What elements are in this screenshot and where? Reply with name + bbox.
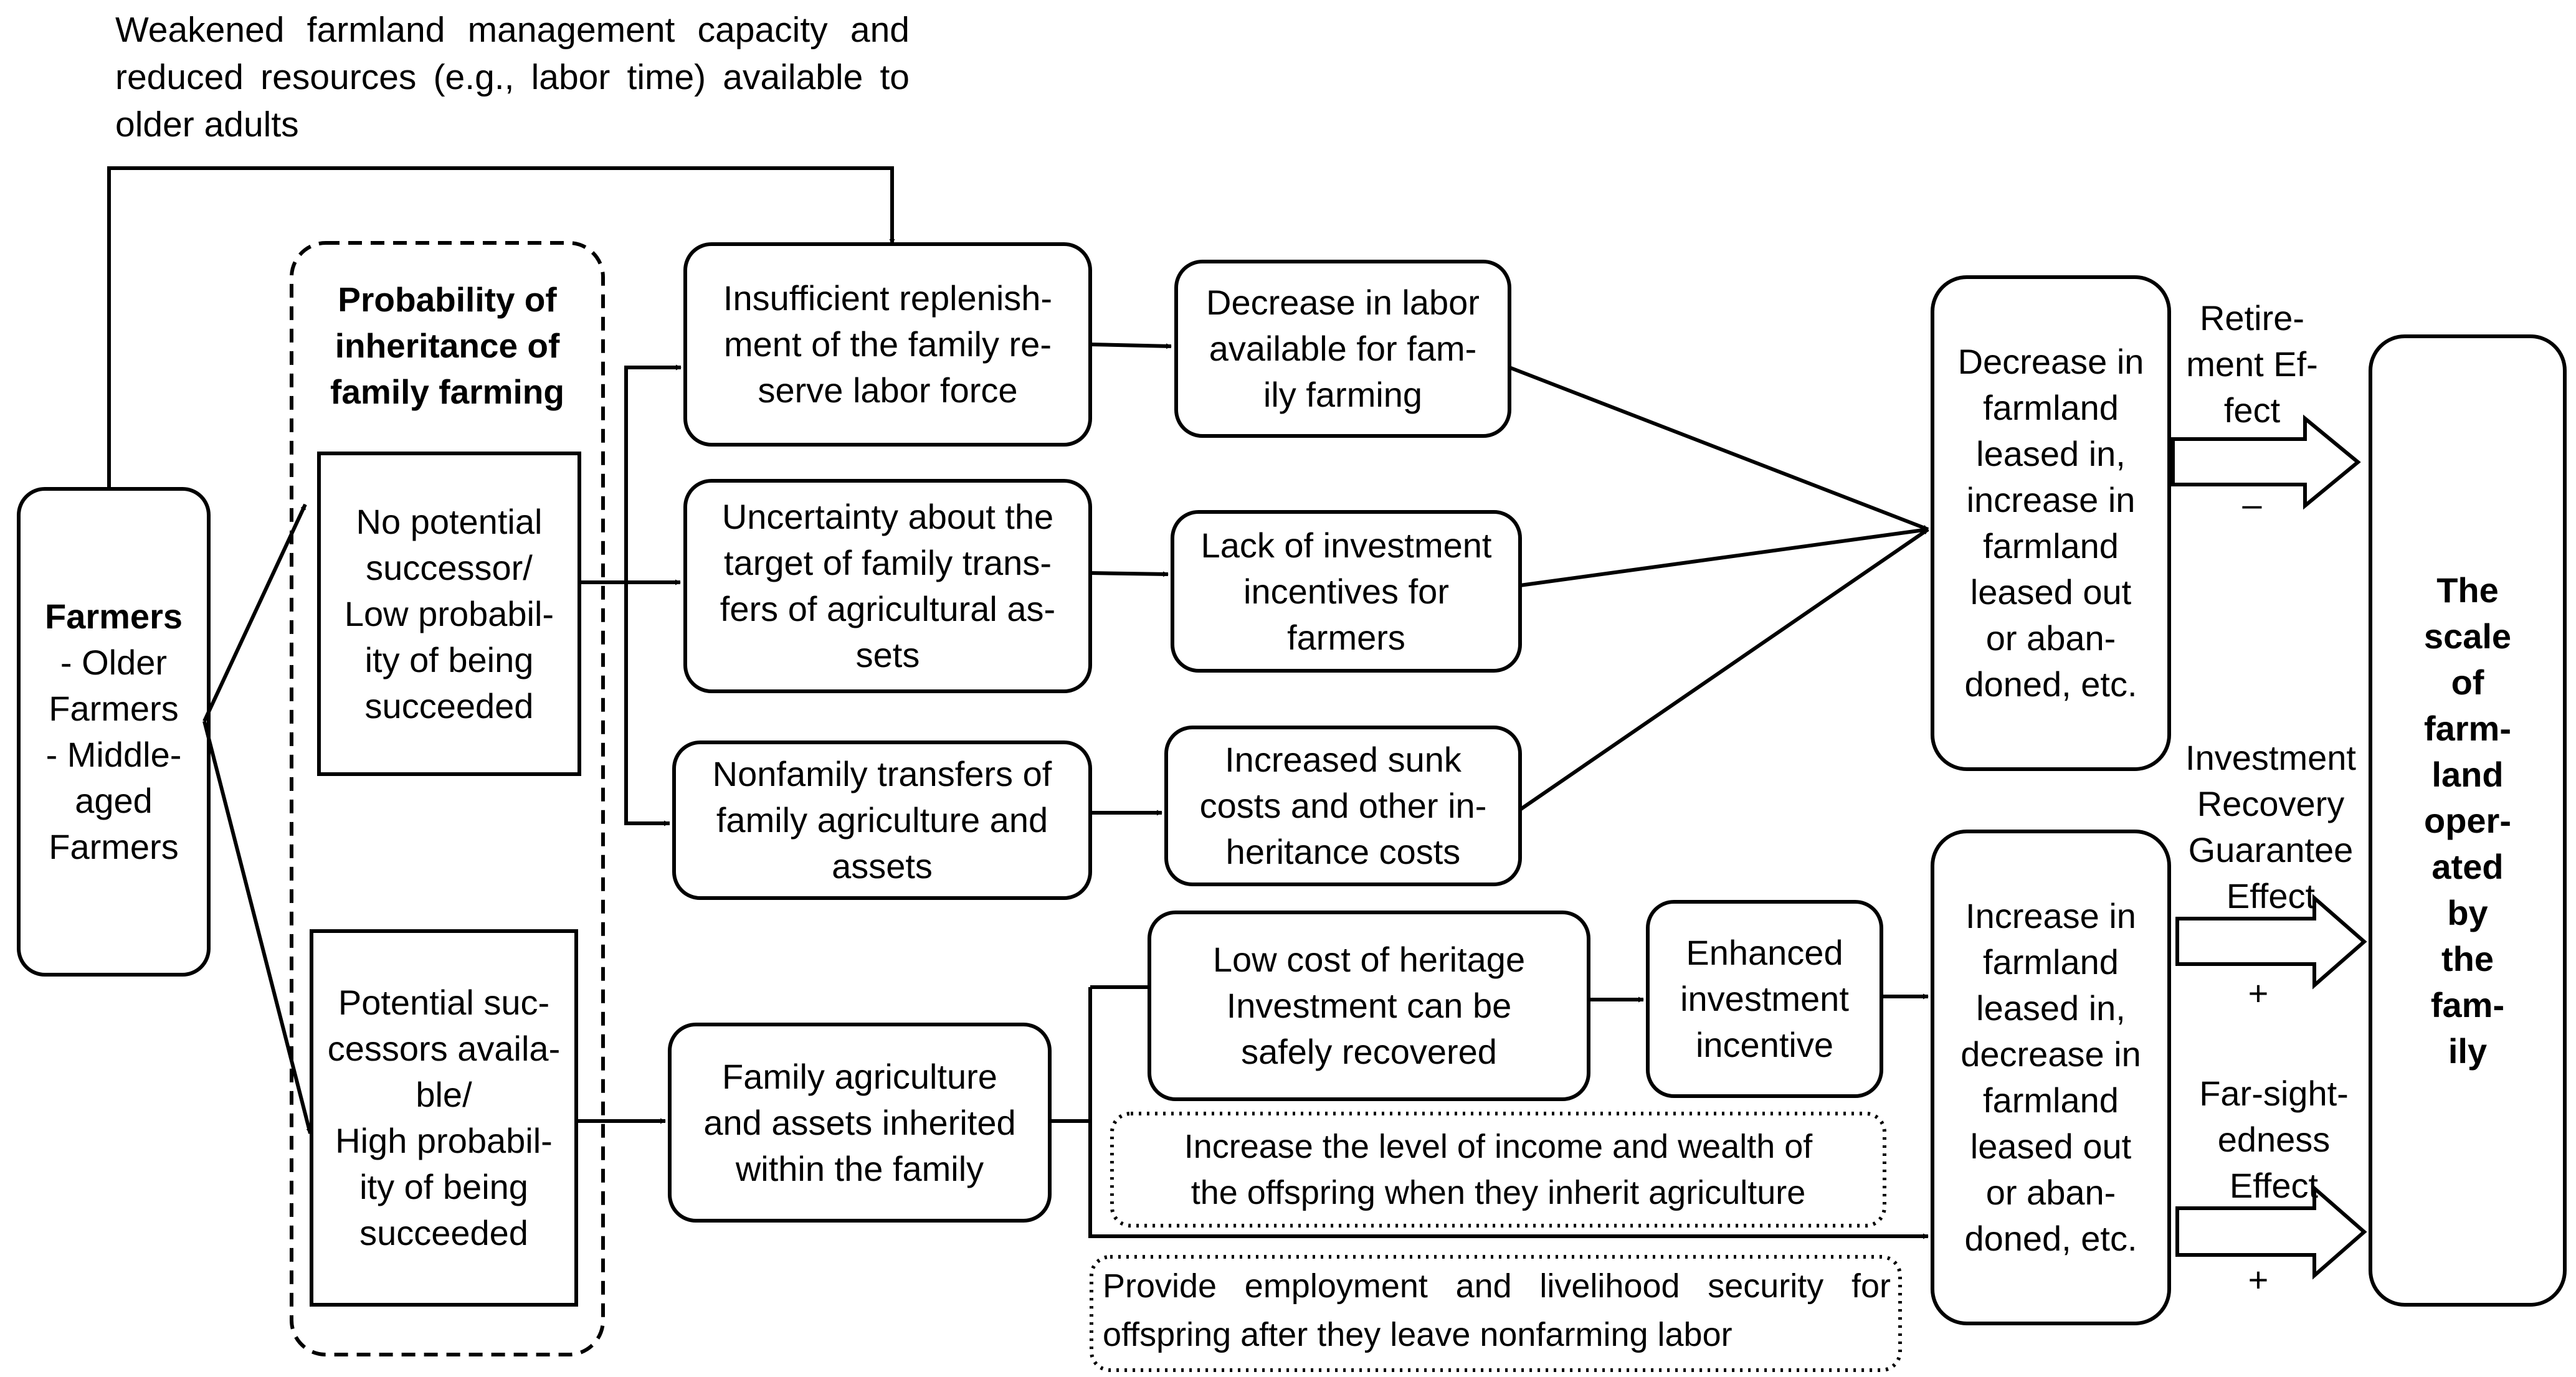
nonfamily-text: Nonfamily transfers of family agricultur…	[712, 754, 1052, 886]
low-cost-text: Low cost of heritage Investment can be s…	[1212, 940, 1526, 1071]
scale-box	[2369, 334, 2567, 1307]
labor-box	[1174, 260, 1511, 438]
farsight-effect-label: Far-sight- edness Effect	[2199, 1074, 2349, 1205]
no-successor-box	[317, 452, 581, 776]
investment-sign: +	[2248, 973, 2269, 1013]
arrow-farmers-no-successor	[202, 503, 307, 722]
decrease-leased-box	[1931, 275, 2171, 771]
block-arrow-investment	[2175, 894, 2367, 990]
top-note: Weakened farmland management capacity an…	[115, 10, 910, 144]
investment-effect-label: Investment Recovery Guarantee Effect	[2185, 738, 2356, 916]
uncertainty-box	[683, 479, 1092, 693]
retirement-sign: –	[2242, 485, 2262, 524]
farmers-label: Farmers - Older Farmers - Middle- aged F…	[19, 489, 209, 975]
retirement-effect-label: Retire- ment Ef- fect	[2186, 298, 2318, 430]
sunk-box	[1164, 726, 1522, 886]
family-agri-text: Family agriculture and assets inherited …	[703, 1056, 1016, 1188]
potential-successor-box	[310, 929, 578, 1307]
potential-successor-text: Potential suc- cessors availa- ble/ High…	[327, 983, 561, 1252]
income-text: Increase the level of income and wealth …	[1184, 1128, 1813, 1211]
nonfamily-box	[672, 741, 1092, 900]
decrease-leased-text: Decrease in farmland leased in, increase…	[1957, 342, 2144, 704]
block-arrow-farsight	[2175, 1184, 2367, 1280]
replenish-text: Insufficient replenish- ment of the fami…	[723, 278, 1053, 410]
income-box	[1110, 1112, 1886, 1228]
top-feedback-arrow	[107, 166, 895, 489]
scale-text: The scale of farm- land oper- ated by th…	[2423, 570, 2512, 1071]
arrow-farmers-potential	[202, 721, 312, 1134]
lack-invest-box	[1171, 510, 1522, 673]
farsight-sign: +	[2248, 1260, 2269, 1299]
block-arrow-retirement	[2171, 414, 2361, 510]
farmers-subtitle: - Older Farmers - Middle- aged Farmers	[45, 643, 182, 866]
enhanced-box	[1646, 900, 1883, 1098]
labor-text: Decrease in labor available for fam- ily…	[1206, 283, 1480, 414]
employment-box	[1090, 1255, 1902, 1372]
sunk-text: Increased sunk costs and other in- herit…	[1199, 740, 1487, 871]
increase-leased-box	[1931, 830, 2171, 1325]
probability-group-dashed	[290, 241, 605, 1356]
farmers-title: Farmers	[44, 597, 183, 636]
enhanced-text: Enhanced investment incentive	[1680, 933, 1849, 1064]
low-cost-box	[1148, 911, 1590, 1101]
employment-text: Provide employment and livelihood securi…	[1103, 1267, 1891, 1353]
no-successor-text: No potential successor/ Low probabil- it…	[344, 501, 554, 726]
uncertainty-text: Uncertainty about the target of family t…	[720, 497, 1056, 674]
lack-invest-text: Lack of investment incentives for farmer…	[1200, 525, 1492, 657]
increase-leased-text: Increase in farmland leased in, decrease…	[1961, 896, 2141, 1258]
probability-title: Probability of inheritance of family far…	[330, 280, 564, 411]
